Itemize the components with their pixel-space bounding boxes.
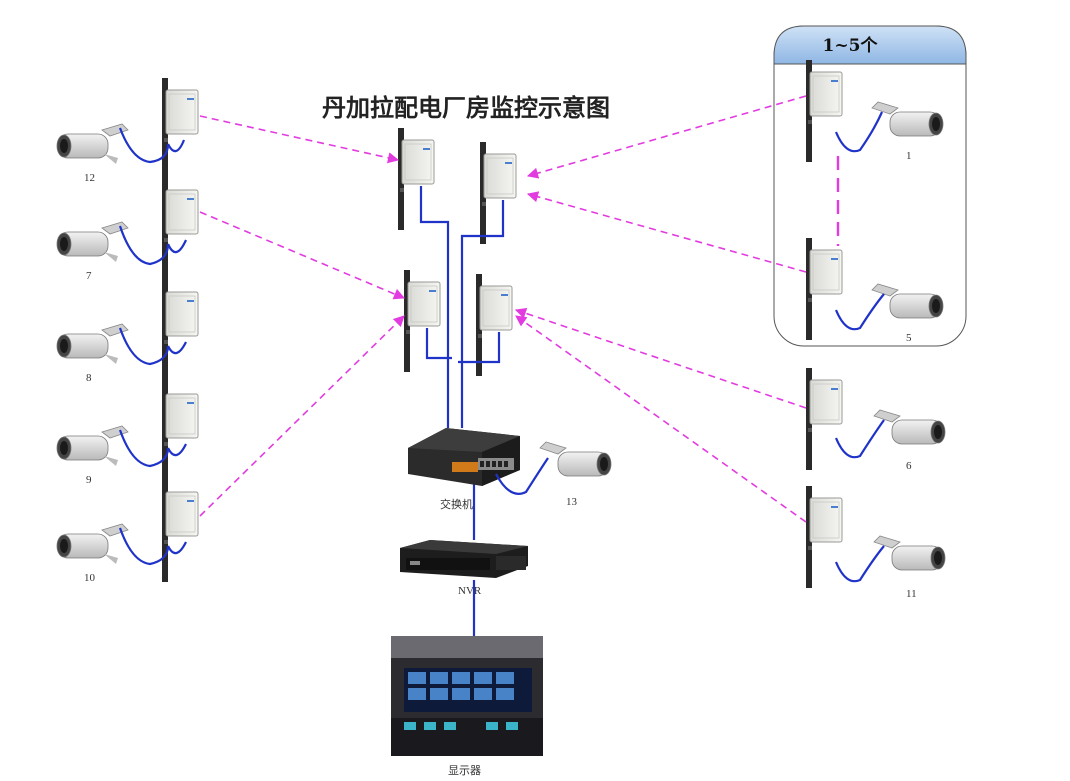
remote-unit-7 <box>56 177 199 281</box>
display-label: 显示器 <box>448 764 481 777</box>
nvr-recorder <box>400 540 528 578</box>
wired-links <box>419 186 505 636</box>
remote-unit-12 <box>56 77 199 181</box>
remote-unit-8 <box>56 279 199 383</box>
nvr-label: NVR <box>458 585 482 597</box>
center-bridge-top-right <box>479 141 517 245</box>
camera-label-11: 11 <box>906 588 917 600</box>
switch-label: 交换机 <box>440 497 473 511</box>
wireless-links <box>199 95 807 523</box>
group-count-label: 1~5个 <box>823 35 879 56</box>
remote-unit-10 <box>56 479 199 583</box>
camera-label-7: 7 <box>86 270 92 282</box>
center-bridge-bottom-left <box>403 269 441 373</box>
camera-13 <box>539 441 612 477</box>
display-monitor <box>391 636 543 756</box>
camera-label-8: 8 <box>86 372 92 384</box>
camera-label-1: 1 <box>906 150 912 162</box>
camera-label-9: 9 <box>86 474 92 486</box>
remote-unit-5 <box>805 237 944 341</box>
remote-unit-11 <box>805 485 946 589</box>
diagram-title: 丹加拉配电厂房监控示意图 <box>322 93 610 122</box>
camera-label-6: 6 <box>906 460 912 472</box>
remote-unit-9 <box>56 381 199 485</box>
remote-unit-6 <box>805 367 946 471</box>
camera-label-5: 5 <box>906 332 912 344</box>
center-bridge-bottom-right <box>475 273 513 377</box>
camera-label-10: 10 <box>84 572 96 584</box>
remote-unit-1 <box>805 59 944 163</box>
center-bridge-top-left <box>397 127 435 231</box>
camera-label-13: 13 <box>566 496 578 508</box>
camera-label-12: 12 <box>84 172 95 184</box>
network-switch <box>408 428 520 486</box>
